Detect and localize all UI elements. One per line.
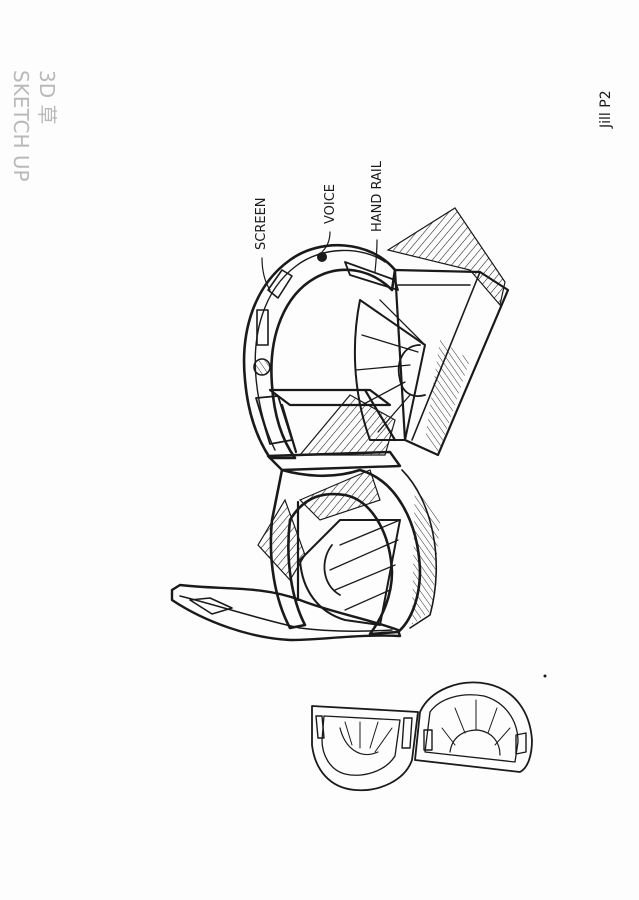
upper-side-panel xyxy=(393,268,510,457)
middle-band xyxy=(266,450,402,472)
lower-base-sweep xyxy=(170,583,402,642)
label-hand-rail-group: HAND RAIL xyxy=(370,160,385,273)
faint-note: 3D 草 SKETCH UP xyxy=(9,70,59,182)
label-voice-group: VOICE xyxy=(321,184,338,253)
upper-back-wall-hatch xyxy=(386,207,506,307)
label-hand-rail: HAND RAIL xyxy=(370,160,385,232)
voice-speaker xyxy=(317,252,327,262)
label-screen-group: SCREEN xyxy=(254,197,271,291)
label-voice: VOICE xyxy=(323,184,338,224)
upper-floor-hatch xyxy=(298,394,396,456)
label-screen: SCREEN xyxy=(254,197,269,250)
hand-rail xyxy=(344,261,399,291)
lower-side-hatch xyxy=(412,480,440,625)
corner-note: Jill P2 xyxy=(598,90,614,129)
lower-arch-frame xyxy=(269,468,422,636)
main-structure xyxy=(170,207,510,642)
faint-note-line-2: 3D 草 xyxy=(35,70,59,124)
screen-slot-1 xyxy=(267,269,293,299)
thumbnail-sketch xyxy=(311,674,547,792)
screen-slot-2 xyxy=(256,309,269,346)
upper-side-hatch xyxy=(425,340,470,455)
base-slot xyxy=(189,597,233,615)
faint-note-line-1: SKETCH UP xyxy=(9,70,33,182)
side-speaker xyxy=(253,358,271,376)
upper-crossbeam xyxy=(268,388,392,407)
